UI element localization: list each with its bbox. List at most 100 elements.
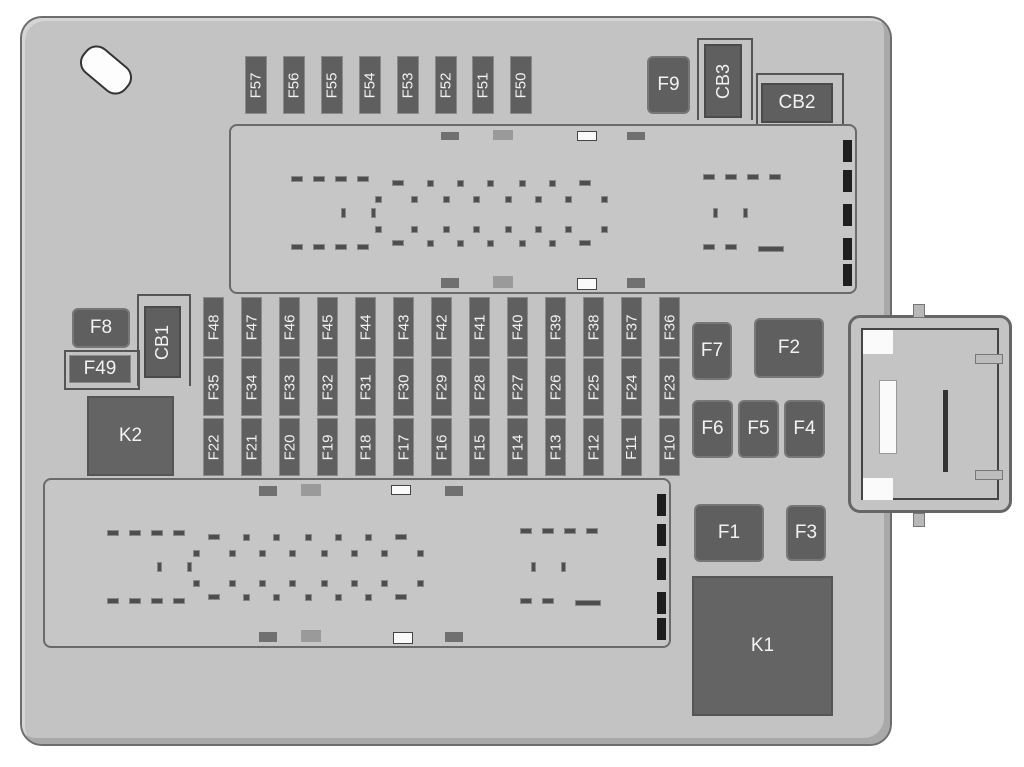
fuse-f48[interactable]: F48	[203, 297, 224, 357]
fuse-f36[interactable]: F36	[659, 297, 680, 357]
fuse-f39[interactable]: F39	[545, 297, 566, 357]
fuse-f37[interactable]: F37	[621, 297, 642, 357]
upper-connector[interactable]	[229, 124, 857, 294]
fuse-f55[interactable]: F55	[321, 56, 343, 114]
fuse-f53[interactable]: F53	[397, 56, 419, 114]
fuse-f28[interactable]: F28	[469, 358, 490, 416]
fuse-f56[interactable]: F56	[283, 56, 305, 114]
fuse-label: F40	[509, 314, 527, 340]
connector-latch	[657, 524, 666, 546]
relay-k1[interactable]: K1	[692, 576, 833, 716]
fuse-label: F21	[243, 434, 261, 460]
fuse-f30[interactable]: F30	[393, 358, 414, 416]
fuse-f14[interactable]: F14	[507, 418, 528, 476]
pin	[565, 196, 572, 203]
fuse-f16[interactable]: F16	[431, 418, 452, 476]
fuse-f17[interactable]: F17	[393, 418, 414, 476]
connector-latch	[657, 618, 666, 640]
pin	[208, 594, 220, 600]
fuse-f46[interactable]: F46	[279, 297, 300, 357]
fuse-f3[interactable]: F3	[786, 505, 826, 561]
fuse-label: F57	[247, 72, 265, 98]
connector-key	[441, 132, 459, 140]
fuse-f24[interactable]: F24	[621, 358, 642, 416]
fuse-f34[interactable]: F34	[241, 358, 262, 416]
fuse-f13[interactable]: F13	[545, 418, 566, 476]
circuit-breaker-cb1[interactable]: CB1	[144, 306, 181, 378]
fuse-f44[interactable]: F44	[355, 297, 376, 357]
fuse-label: F20	[281, 434, 299, 460]
fuse-f42[interactable]: F42	[431, 297, 452, 357]
fuse-f23[interactable]: F23	[659, 358, 680, 416]
pin	[335, 594, 342, 601]
fuse-f43[interactable]: F43	[393, 297, 414, 357]
fuse-f54[interactable]: F54	[359, 56, 381, 114]
fuse-f15[interactable]: F15	[469, 418, 490, 476]
fuse-f1[interactable]: F1	[694, 504, 764, 562]
lower-connector[interactable]	[43, 478, 671, 648]
circuit-breaker-cb2[interactable]: CB2	[761, 83, 833, 123]
fuse-f18[interactable]: F18	[355, 418, 376, 476]
fuse-f41[interactable]: F41	[469, 297, 490, 357]
fuse-f9[interactable]: F9	[647, 56, 690, 114]
fuse-f49[interactable]: F49	[69, 355, 131, 383]
fuse-f51[interactable]: F51	[472, 56, 494, 114]
connector-key	[301, 484, 321, 496]
side-plug-connector[interactable]	[848, 304, 1012, 527]
fuse-f20[interactable]: F20	[279, 418, 300, 476]
fuse-f31[interactable]: F31	[355, 358, 376, 416]
fuse-f35[interactable]: F35	[203, 358, 224, 416]
pin	[392, 240, 404, 246]
fuse-f2[interactable]: F2	[754, 318, 824, 378]
pin	[565, 226, 572, 233]
fuse-f19[interactable]: F19	[317, 418, 338, 476]
pin	[273, 534, 280, 541]
connector-latch	[843, 238, 852, 260]
pin	[411, 226, 418, 233]
pin	[371, 208, 376, 218]
fuse-f12[interactable]: F12	[583, 418, 604, 476]
fuse-f6[interactable]: F6	[692, 400, 733, 458]
pin	[473, 226, 480, 233]
fuse-f10[interactable]: F10	[659, 418, 680, 476]
fuse-f4[interactable]: F4	[784, 400, 825, 458]
fuse-f29[interactable]: F29	[431, 358, 452, 416]
relay-k2[interactable]: K2	[87, 396, 174, 476]
cb1-holder	[137, 294, 191, 386]
fuse-f5[interactable]: F5	[738, 400, 779, 458]
fuse-f25[interactable]: F25	[583, 358, 604, 416]
circuit-breaker-cb3[interactable]: CB3	[704, 44, 742, 118]
fuse-label: F14	[509, 434, 527, 460]
pin	[151, 530, 163, 536]
fuse-label: F4	[793, 418, 816, 439]
fuse-label: F6	[701, 418, 724, 439]
fuse-f52[interactable]: F52	[435, 56, 457, 114]
fuse-label: F30	[395, 374, 413, 400]
fuse-label: F39	[547, 314, 565, 340]
fuse-f7[interactable]: F7	[692, 322, 732, 380]
cb-label: CB3	[712, 63, 733, 99]
fuse-label: F52	[437, 72, 455, 98]
pin	[395, 534, 407, 540]
fuse-f33[interactable]: F33	[279, 358, 300, 416]
pin	[375, 226, 382, 233]
fuse-f32[interactable]: F32	[317, 358, 338, 416]
fuse-f57[interactable]: F57	[245, 56, 267, 114]
fuse-f22[interactable]: F22	[203, 418, 224, 476]
connector-latch	[843, 264, 852, 286]
fuse-f11[interactable]: F11	[621, 418, 642, 476]
fuse-f45[interactable]: F45	[317, 297, 338, 357]
pin	[579, 240, 591, 246]
pin	[365, 594, 372, 601]
fuse-f38[interactable]: F38	[583, 297, 604, 357]
fuse-f50[interactable]: F50	[510, 56, 532, 114]
fuse-f47[interactable]: F47	[241, 297, 262, 357]
fuse-f21[interactable]: F21	[241, 418, 262, 476]
pin	[305, 534, 312, 541]
fuse-label: F19	[319, 434, 337, 460]
fuse-f27[interactable]: F27	[507, 358, 528, 416]
pin	[457, 240, 464, 247]
fuse-f8[interactable]: F8	[72, 308, 130, 348]
fuse-f40[interactable]: F40	[507, 297, 528, 357]
fuse-f26[interactable]: F26	[545, 358, 566, 416]
